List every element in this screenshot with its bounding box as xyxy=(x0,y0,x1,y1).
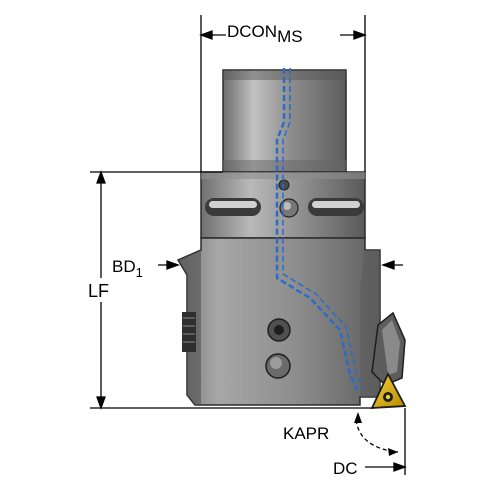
bd-dimension xyxy=(158,260,403,270)
bd-label: BD1 xyxy=(112,257,143,280)
cutting-insert xyxy=(370,371,407,409)
collar-hole-top xyxy=(278,179,290,191)
lf-dimension xyxy=(90,170,372,410)
collar xyxy=(200,171,366,239)
dcon-dimension xyxy=(199,15,367,172)
dc-label: DC xyxy=(333,459,358,478)
kapr-label: KAPR xyxy=(283,424,330,443)
shank xyxy=(222,69,347,173)
lf-label: LF xyxy=(88,281,110,301)
insert-clamp xyxy=(371,311,406,386)
cutter-head xyxy=(176,237,381,406)
coolant-channel xyxy=(275,68,363,391)
kapr-angle xyxy=(354,408,406,475)
dc-dimension xyxy=(365,462,407,472)
dcon-label: DCONMS xyxy=(227,22,303,46)
